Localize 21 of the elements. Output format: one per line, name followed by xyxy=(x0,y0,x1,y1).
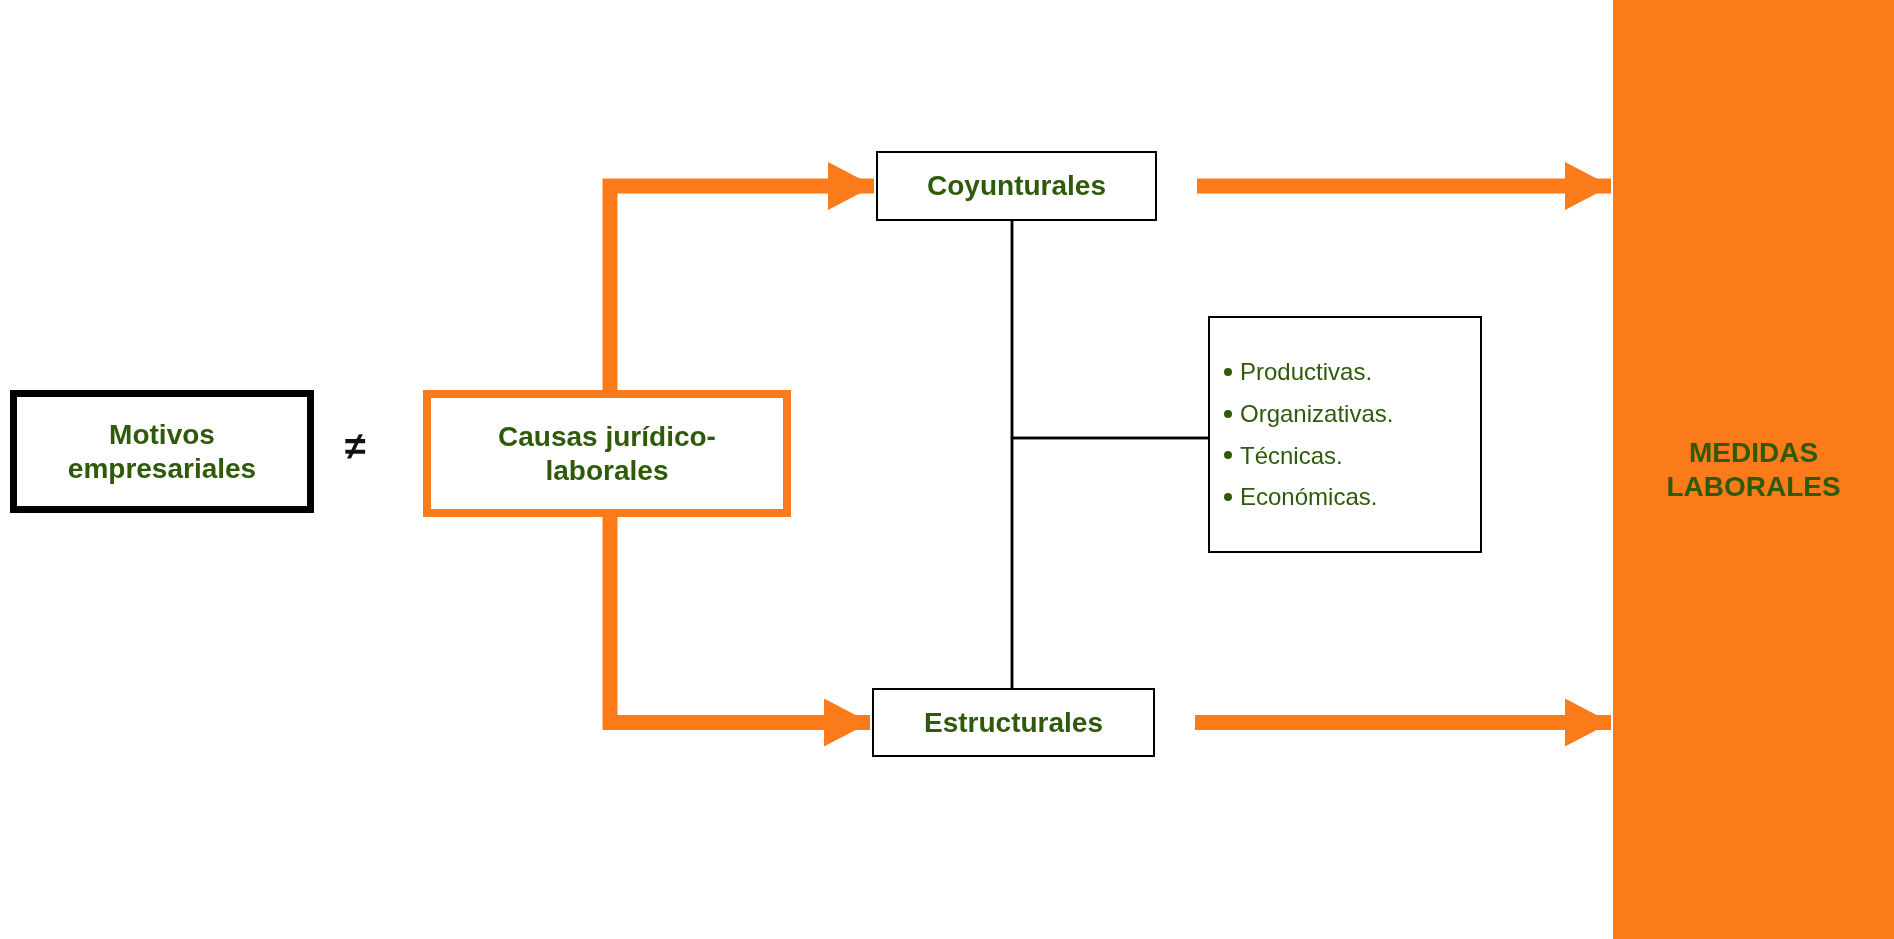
list-item: Económicas. xyxy=(1240,483,1378,511)
list-box xyxy=(1208,316,1482,553)
not-equal-sign: ≠ xyxy=(345,425,366,468)
list-item: Organizativas. xyxy=(1240,399,1394,428)
result-band xyxy=(1613,0,1894,939)
arrow xyxy=(602,517,870,747)
list-item: Técnicas. xyxy=(1240,441,1343,470)
process-box xyxy=(876,151,1157,221)
arrow xyxy=(1197,162,1611,210)
node-label: Causas jurídico-laborales xyxy=(497,419,717,488)
node-label: MEDIDAS LABORALES xyxy=(1665,435,1842,504)
process-box xyxy=(872,688,1155,757)
arrow xyxy=(1195,698,1611,747)
node-label: Coyunturales xyxy=(927,169,1106,203)
arrow xyxy=(602,162,874,390)
node-label: Motivos empresariales xyxy=(66,417,258,486)
process-box xyxy=(10,390,314,513)
list-item: Productivas. xyxy=(1240,358,1373,386)
process-box xyxy=(423,390,791,517)
node-label: Estructurales xyxy=(924,705,1103,740)
connector-line xyxy=(1010,436,1208,688)
